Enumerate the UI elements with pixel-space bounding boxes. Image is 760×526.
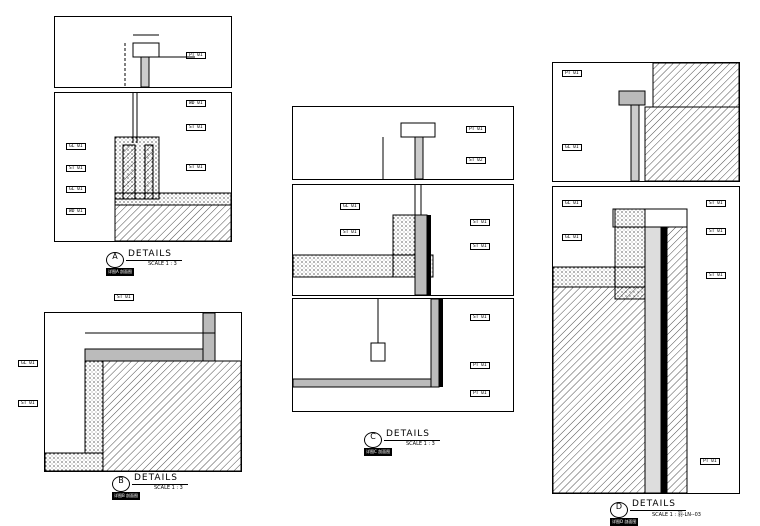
tag-b1-box: ST 01	[114, 294, 134, 301]
tag-d7-box: ST 01	[706, 272, 726, 279]
tag-b3-box: ST 01	[18, 400, 38, 407]
tag-c9: PT 01	[470, 390, 490, 397]
detail-b-name: DETAILS	[134, 473, 178, 483]
tag-c4: ST 01	[340, 229, 360, 236]
detail-b-panel	[44, 312, 242, 472]
detail-c-underline	[384, 440, 440, 441]
detail-a-scale: SCALE 1 : 3	[148, 261, 177, 267]
tag-c5: ST 01	[470, 219, 490, 226]
detail-a-top-drawing	[124, 34, 195, 87]
tag-c2: ST 02	[466, 157, 486, 164]
detail-c-name: DETAILS	[386, 429, 430, 439]
detail-b-scale: SCALE 1 : 3	[154, 485, 183, 491]
tag-c6-box: ST 01	[470, 243, 490, 250]
tag-d6-box: ST 01	[706, 228, 726, 235]
tag-a8-box: WD 01	[66, 208, 86, 215]
detail-c-mid-panel	[292, 184, 514, 296]
detail-d-main-panel	[552, 186, 740, 494]
tag-c8-box: PT 01	[470, 362, 490, 369]
tag-c3: GL 01	[340, 203, 360, 210]
detail-d-scale: SCALE 1 : 羽-LN--03	[652, 512, 701, 518]
tag-b3: ST 01	[18, 400, 38, 407]
tag-d2: GL 01	[562, 144, 582, 151]
tag-d1: PT 01	[562, 70, 582, 77]
tag-a4-box: ST 01	[186, 164, 206, 171]
tag-b1: ST 01	[114, 294, 134, 301]
tag-c1: PT 01	[466, 126, 486, 133]
tag-a7: GL 01	[66, 186, 86, 193]
detail-c-mid-drawing	[293, 185, 434, 295]
detail-c-scale: SCALE 1 : 3	[406, 441, 435, 447]
tag-a6-box: ST 01	[66, 165, 86, 172]
detail-a-sub: 详图A 剖面图	[106, 268, 135, 276]
detail-d-top-drawing	[618, 63, 739, 181]
tag-d7: ST 01	[706, 272, 726, 279]
tag-a8: WD 01	[66, 208, 86, 215]
tag-a4: ST 01	[186, 164, 206, 171]
detail-c-top-panel	[292, 106, 514, 180]
tag-c9-box: PT 01	[470, 390, 490, 397]
detail-d-name: DETAILS	[632, 499, 676, 509]
tag-a7-box: GL 01	[66, 186, 86, 193]
detail-a-main-panel	[54, 92, 232, 242]
detail-d-marker: D	[610, 502, 628, 518]
detail-b-marker: B	[112, 476, 130, 492]
tag-c6: ST 01	[470, 243, 490, 250]
tag-c1-box: PT 01	[466, 126, 486, 133]
detail-c-bottom-drawing	[293, 299, 443, 388]
tag-c4-box: ST 01	[340, 229, 360, 236]
tag-d8-box: PT 01	[700, 458, 720, 465]
detail-b-sub: 详图B 剖面图	[112, 492, 141, 500]
detail-d-sub: 详图D 剖面图	[610, 518, 639, 526]
tag-d8: PT 01	[700, 458, 720, 465]
detail-a-underline	[126, 260, 182, 261]
tag-d6: ST 01	[706, 228, 726, 235]
tag-a1-box: PT 01	[186, 52, 206, 59]
tag-d3: GL 01	[562, 200, 582, 207]
tag-d2-box: GL 01	[562, 144, 582, 151]
tag-d3-box: GL 01	[562, 200, 582, 207]
tag-c7-box: ST 01	[470, 314, 490, 321]
detail-d-main-drawing	[553, 208, 688, 493]
detail-a-marker: A	[106, 252, 124, 268]
tag-c7: ST 01	[470, 314, 490, 321]
detail-b-drawing	[45, 313, 241, 471]
tag-a6: ST 01	[66, 165, 86, 172]
detail-d-underline	[630, 510, 686, 511]
tag-c2-box: ST 02	[466, 157, 486, 164]
tag-a2-box: WD 01	[186, 100, 206, 107]
tag-b2: GL 01	[18, 360, 38, 367]
tag-b2-box: GL 01	[18, 360, 38, 367]
tag-d4-box: GL 01	[562, 234, 582, 241]
tag-a5-box: GL 01	[66, 143, 86, 150]
detail-b-underline	[132, 484, 188, 485]
tag-a5: GL 01	[66, 143, 86, 150]
detail-c-marker: C	[364, 432, 382, 448]
tag-a3-box: ST 01	[186, 124, 206, 131]
tag-c3-box: GL 01	[340, 203, 360, 210]
tag-d1-box: PT 01	[562, 70, 582, 77]
detail-c-sub: 详图C 剖面图	[364, 448, 393, 456]
detail-c-bottom-panel	[292, 298, 514, 412]
tag-d5-box: ST 01	[706, 200, 726, 207]
detail-a-main-drawing	[114, 93, 231, 241]
tag-d4: GL 01	[562, 234, 582, 241]
detail-c-top-drawing	[382, 122, 436, 179]
detail-a-name: DETAILS	[128, 249, 172, 259]
tag-a3: ST 01	[186, 124, 206, 131]
tag-a1: PT 01	[186, 52, 206, 59]
tag-c8: PT 01	[470, 362, 490, 369]
tag-c5-box: ST 01	[470, 219, 490, 226]
detail-d-top-panel	[552, 62, 740, 182]
tag-a2: WD 01	[186, 100, 206, 107]
tag-d5: ST 01	[706, 200, 726, 207]
